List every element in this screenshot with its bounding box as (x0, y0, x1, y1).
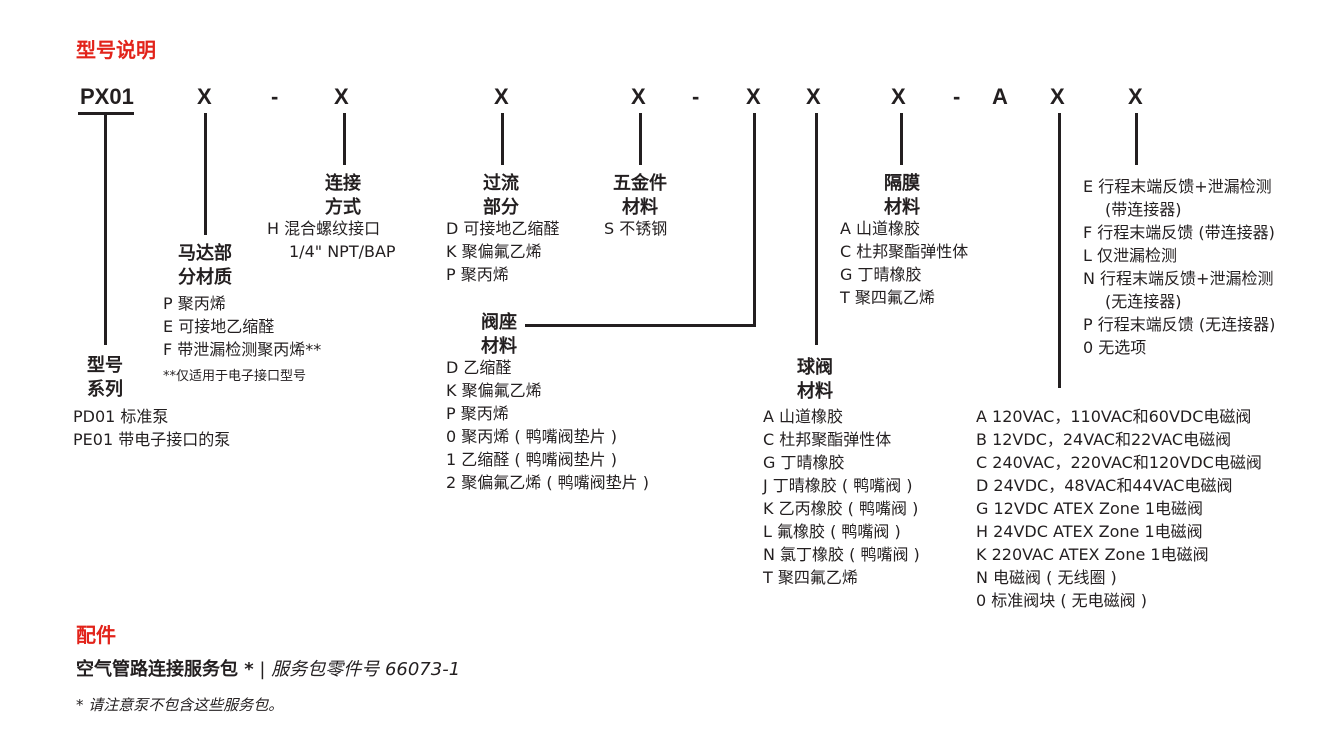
connection-heading: 连接 方式 (325, 173, 361, 218)
accessories-line: 空气管路连接服务包 * | 服务包零件号 66073-1 (76, 655, 460, 681)
list-item: 0 无选项 (1083, 338, 1147, 357)
list-item: H 混合螺纹接口 (267, 219, 381, 238)
list-item: C 240VAC，220VAC和120VDC电磁阀 (976, 453, 1262, 472)
solenoid-list: A 120VAC，110VAC和60VDC电磁阀 B 12VDC，24VAC和2… (976, 405, 1262, 612)
hardware-heading: 五金件 材料 (613, 173, 667, 218)
code-dash-1: - (271, 84, 279, 109)
list-item: T 聚四氟乙烯 (840, 288, 935, 307)
motor-note: **仅适用于电子接口型号 (163, 369, 307, 384)
list-item: N 氯丁橡胶 ( 鸭嘴阀 ) (763, 545, 920, 564)
connection-list: H 混合螺纹接口 1/4" NPT/BAP (267, 217, 396, 263)
list-item: B 12VDC，24VAC和22VAC电磁阀 (976, 430, 1232, 449)
list-item: T 聚四氟乙烯 (763, 568, 858, 587)
list-item: K 聚偏氟乙烯 (446, 381, 542, 400)
list-item: G 丁晴橡胶 (840, 265, 922, 284)
list-item: K 聚偏氟乙烯 (446, 242, 542, 261)
list-item: G 丁晴橡胶 (763, 453, 845, 472)
list-item: K 220VAC ATEX Zone 1电磁阀 (976, 545, 1209, 564)
separator: | (259, 659, 266, 680)
connector-solenoid (1058, 113, 1061, 388)
list-item: N 行程末端反馈+泄漏检测 (1083, 269, 1274, 288)
list-item: A 120VAC，110VAC和60VDC电磁阀 (976, 407, 1252, 426)
service-kit-part-number: 服务包零件号 66073-1 (271, 659, 461, 680)
list-item: E 可接地乙缩醛 (163, 317, 275, 336)
list-item: (无连接器) (1105, 292, 1182, 311)
page-title: 型号说明 (76, 38, 156, 62)
list-item: F 带泄漏检测聚丙烯** (163, 340, 322, 359)
list-item: PE01 带电子接口的泵 (73, 430, 231, 449)
list-item: F 行程末端反馈 (带连接器) (1083, 223, 1275, 242)
code-x-motor: X (197, 84, 212, 109)
code-x-wetted: X (494, 84, 509, 109)
code-x-seat: X (746, 84, 761, 109)
list-item: L 氟橡胶 ( 鸭嘴阀 ) (763, 522, 901, 541)
code-x-hardware: X (631, 84, 646, 109)
code-dash-2: - (692, 84, 700, 109)
hardware-list: S 不锈钢 (604, 217, 667, 240)
code-x-connection: X (334, 84, 349, 109)
list-item: N 电磁阀 ( 无线圈 ) (976, 568, 1117, 587)
list-item: D 乙缩醛 (446, 358, 512, 377)
ball-list: A 山道橡胶 C 杜邦聚酯弹性体 G 丁晴橡胶 J 丁晴橡胶 ( 鸭嘴阀 ) K… (763, 405, 920, 589)
connector-series (104, 112, 107, 345)
list-item: 1/4" NPT/BAP (289, 242, 396, 261)
diaphragm-list: A 山道橡胶 C 杜邦聚酯弹性体 G 丁晴橡胶 T 聚四氟乙烯 (840, 217, 968, 309)
list-item: A 山道橡胶 (763, 407, 844, 426)
feedback-list: E 行程末端反馈+泄漏检测 (带连接器) F 行程末端反馈 (带连接器) L 仅… (1083, 175, 1275, 359)
list-item: 0 标准阀块 ( 无电磁阀 ) (976, 591, 1148, 610)
motor-list: P 聚丙烯 E 可接地乙缩醛 F 带泄漏检测聚丙烯** (163, 292, 321, 361)
series-heading: 型号 系列 (87, 355, 123, 400)
list-item: L 仅泄漏检测 (1083, 246, 1178, 265)
list-item: 0 聚丙烯 ( 鸭嘴阀垫片 ) (446, 427, 618, 446)
wetted-heading: 过流 部分 (483, 173, 519, 218)
accessories-note: * 请注意泵不包含这些服务包。 (76, 696, 284, 714)
service-kit-name: 空气管路连接服务包 * (76, 659, 254, 680)
code-a: A (992, 84, 1008, 109)
list-item: P 聚丙烯 (446, 404, 509, 423)
connector-seat-horizontal (525, 324, 756, 327)
connector-connection (343, 113, 346, 165)
seat-heading: 阀座 材料 (481, 312, 517, 357)
connector-wetted (501, 113, 504, 165)
connector-seat-vertical (753, 113, 756, 327)
list-item: PD01 标准泵 (73, 407, 169, 426)
connector-feedback (1135, 113, 1138, 165)
list-item: S 不锈钢 (604, 219, 668, 238)
ball-heading: 球阀 材料 (797, 357, 833, 402)
list-item: D 可接地乙缩醛 (446, 219, 560, 238)
list-item: E 行程末端反馈+泄漏检测 (1083, 177, 1272, 196)
connector-motor (204, 113, 207, 235)
list-item: P 聚丙烯 (163, 294, 226, 313)
list-item: 1 乙缩醛 ( 鸭嘴阀垫片 ) (446, 450, 618, 469)
code-dash-3: - (953, 84, 961, 109)
list-item: C 杜邦聚酯弹性体 (763, 430, 892, 449)
list-item: D 24VDC，48VAC和44VAC电磁阀 (976, 476, 1233, 495)
list-item: J 丁晴橡胶 ( 鸭嘴阀 ) (763, 476, 913, 495)
diaphragm-heading: 隔膜 材料 (884, 173, 920, 218)
wetted-list: D 可接地乙缩醛 K 聚偏氟乙烯 P 聚丙烯 (446, 217, 559, 286)
list-item: K 乙丙橡胶 ( 鸭嘴阀 ) (763, 499, 919, 518)
list-item: A 山道橡胶 (840, 219, 921, 238)
connector-hardware (639, 113, 642, 165)
list-item: P 行程末端反馈 (无连接器) (1083, 315, 1276, 334)
series-list: PD01 标准泵 PE01 带电子接口的泵 (73, 405, 230, 451)
list-item: H 24VDC ATEX Zone 1电磁阀 (976, 522, 1203, 541)
list-item: P 聚丙烯 (446, 265, 509, 284)
list-item: (带连接器) (1105, 200, 1182, 219)
list-item: G 12VDC ATEX Zone 1电磁阀 (976, 499, 1204, 518)
code-x-solenoid: X (1050, 84, 1065, 109)
code-model-prefix: PX01 (80, 84, 134, 109)
accessories-title: 配件 (76, 623, 116, 647)
list-item: C 杜邦聚酯弹性体 (840, 242, 969, 261)
seat-list: D 乙缩醛 K 聚偏氟乙烯 P 聚丙烯 0 聚丙烯 ( 鸭嘴阀垫片 ) 1 乙缩… (446, 356, 649, 494)
connector-ball (815, 113, 818, 345)
list-item: 2 聚偏氟乙烯 ( 鸭嘴阀垫片 ) (446, 473, 650, 492)
motor-heading: 马达部 分材质 (178, 243, 232, 288)
code-x-diaphragm: X (891, 84, 906, 109)
code-x-feedback: X (1128, 84, 1143, 109)
connector-diaphragm (900, 113, 903, 165)
code-x-ball: X (806, 84, 821, 109)
